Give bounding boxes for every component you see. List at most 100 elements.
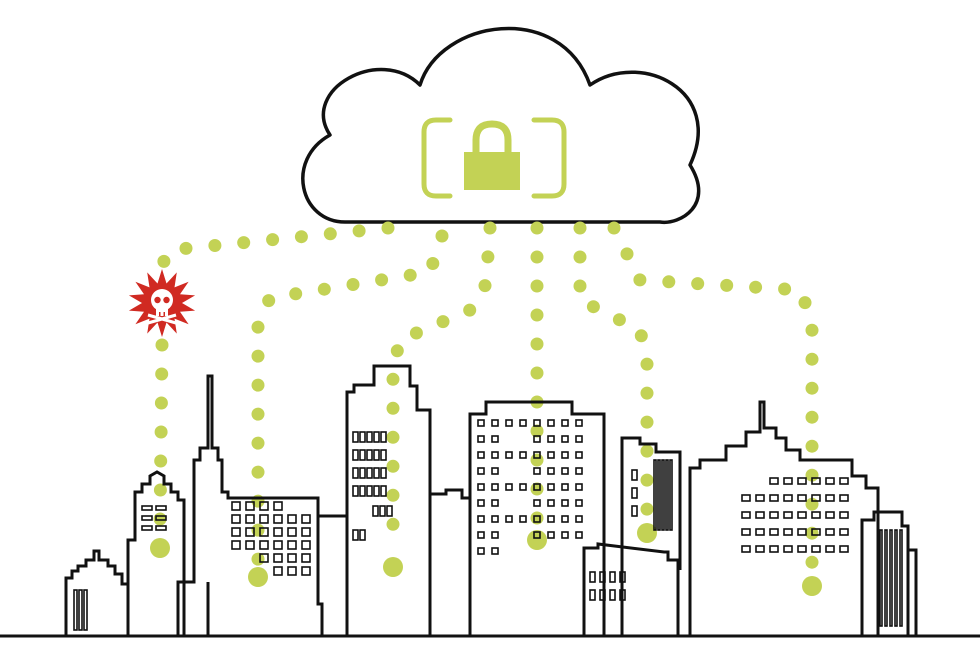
window	[894, 529, 898, 627]
window	[477, 547, 485, 555]
connection-dot	[530, 279, 544, 293]
connection-dot	[640, 444, 654, 458]
window	[783, 528, 793, 536]
connection-dot	[481, 250, 495, 264]
window	[477, 515, 485, 523]
window	[533, 451, 541, 459]
window	[547, 451, 555, 459]
window	[352, 449, 359, 461]
connection-dot	[386, 517, 400, 531]
window	[839, 511, 849, 519]
connection-dot	[530, 366, 544, 380]
connection-dot	[530, 308, 544, 322]
connection-dot	[155, 338, 169, 352]
window	[653, 459, 657, 531]
connection-dot	[251, 378, 265, 392]
window	[359, 467, 366, 479]
connection-dot	[640, 473, 654, 487]
connection-dot	[317, 282, 331, 296]
window	[797, 477, 807, 485]
window	[811, 477, 821, 485]
connection-dot	[251, 465, 265, 479]
connection-dot	[154, 454, 168, 468]
window	[811, 494, 821, 502]
window	[373, 467, 380, 479]
window	[825, 511, 835, 519]
window	[547, 515, 555, 523]
window	[372, 505, 379, 517]
window	[561, 451, 569, 459]
connection-dot	[749, 280, 763, 294]
endpoint-dots	[150, 523, 822, 596]
connection-dot	[426, 257, 440, 270]
window	[259, 540, 269, 550]
connection-dot	[208, 239, 222, 252]
window	[619, 589, 626, 601]
connection-dot	[266, 233, 280, 247]
window	[366, 485, 373, 497]
window	[575, 515, 583, 523]
window	[78, 589, 83, 631]
window	[575, 435, 583, 443]
connection-dot	[640, 415, 654, 429]
connection-dot	[435, 229, 449, 243]
window	[741, 511, 751, 519]
window	[259, 514, 269, 524]
window	[380, 467, 387, 479]
connection-dot	[237, 236, 251, 250]
connection-dot	[483, 221, 497, 235]
window	[609, 589, 616, 601]
window	[231, 514, 241, 524]
connection-dot	[798, 296, 812, 310]
window	[273, 540, 283, 550]
window	[769, 545, 779, 553]
window	[533, 467, 541, 475]
window	[273, 553, 283, 563]
connection-dot	[251, 407, 265, 421]
connection-dot	[530, 221, 544, 235]
connection-dot	[778, 282, 792, 296]
connection-dot	[634, 329, 648, 343]
connection-dot	[436, 315, 450, 329]
window	[575, 467, 583, 475]
connection-dot	[154, 425, 168, 439]
building-windows	[73, 419, 903, 631]
window	[477, 451, 485, 459]
connection-dot	[586, 300, 600, 314]
window	[899, 529, 903, 627]
connection-dot	[620, 247, 634, 261]
window	[359, 529, 366, 541]
window	[657, 459, 661, 531]
window	[259, 553, 269, 563]
window	[599, 589, 606, 601]
window	[301, 566, 311, 576]
window	[589, 589, 596, 601]
connection-dot	[352, 224, 366, 238]
window	[491, 435, 499, 443]
window	[477, 499, 485, 507]
window	[825, 477, 835, 485]
connection-dot	[251, 436, 265, 450]
window	[741, 545, 751, 553]
window	[352, 467, 359, 479]
window	[352, 431, 359, 443]
window	[889, 529, 893, 627]
connection-dot	[323, 227, 337, 241]
window	[366, 431, 373, 443]
connection-dot	[573, 250, 587, 264]
window	[301, 527, 311, 537]
window	[561, 435, 569, 443]
connection-dot	[530, 250, 544, 264]
window	[155, 505, 167, 511]
window	[811, 511, 821, 519]
window	[491, 547, 499, 555]
padlock-icon	[421, 117, 567, 199]
window	[141, 525, 153, 531]
window	[575, 483, 583, 491]
connection-dot	[381, 221, 395, 235]
connection-dot	[478, 279, 492, 293]
window	[661, 459, 665, 531]
window	[619, 571, 626, 583]
window	[491, 515, 499, 523]
